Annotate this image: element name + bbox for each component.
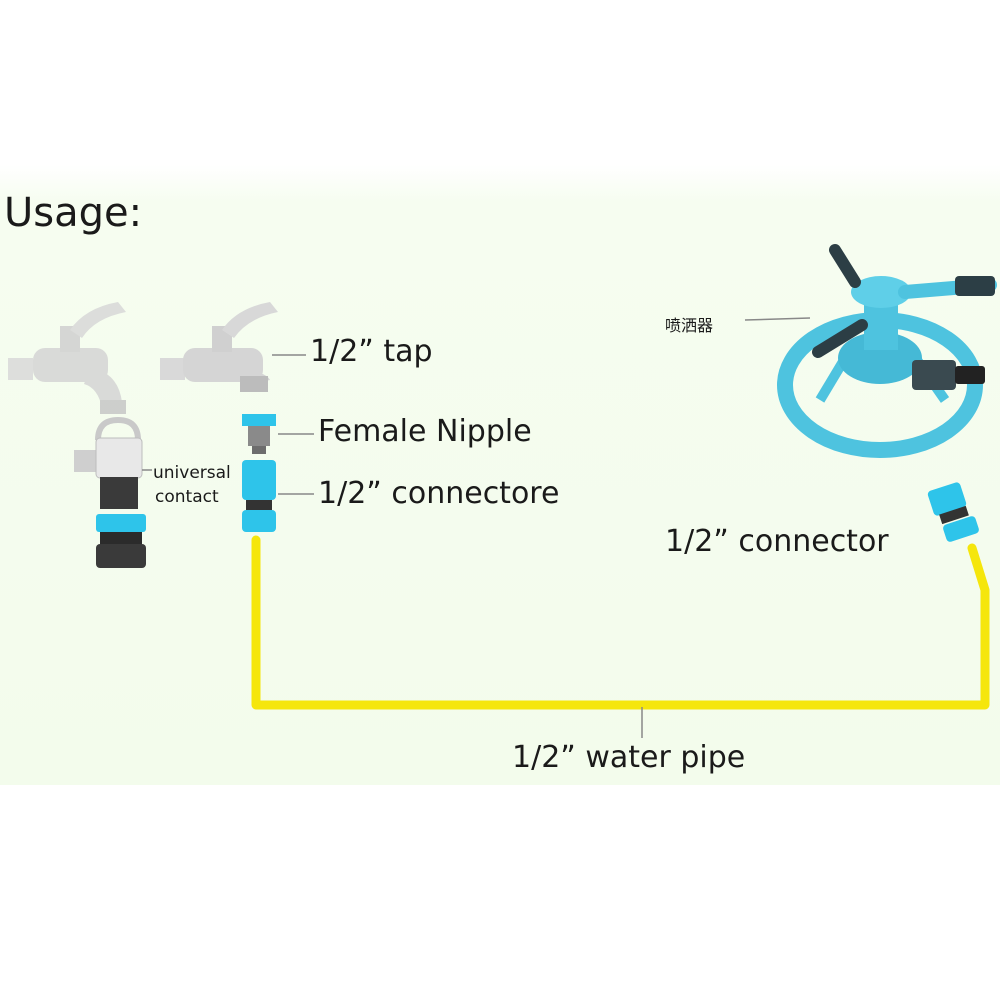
universal-contact-icon bbox=[74, 416, 143, 509]
tap-icon bbox=[160, 302, 278, 392]
water-pipe bbox=[251, 535, 990, 710]
sprinkler-label: 喷洒器 bbox=[665, 316, 714, 335]
water-pipe-label: 1/2” water pipe bbox=[512, 740, 746, 775]
quick-connector-left-icon bbox=[96, 514, 146, 568]
universal-label: universal bbox=[153, 463, 231, 483]
tap-left-icon bbox=[8, 302, 126, 414]
connector-right-label: 1/2” connector bbox=[665, 524, 889, 559]
sprinkler-icon bbox=[777, 244, 997, 458]
quick-connector-icon bbox=[242, 460, 276, 532]
connector-left-label: 1/2” connectore bbox=[318, 476, 560, 511]
female-nipple-label: Female Nipple bbox=[318, 414, 532, 449]
diagram-title: Usage: bbox=[4, 190, 143, 236]
quick-connector-right-icon bbox=[927, 482, 979, 542]
tap-label: 1/2” tap bbox=[310, 334, 433, 369]
female-nipple-icon bbox=[242, 414, 276, 454]
diagram-background bbox=[0, 165, 1000, 785]
contact-label: contact bbox=[155, 487, 219, 507]
